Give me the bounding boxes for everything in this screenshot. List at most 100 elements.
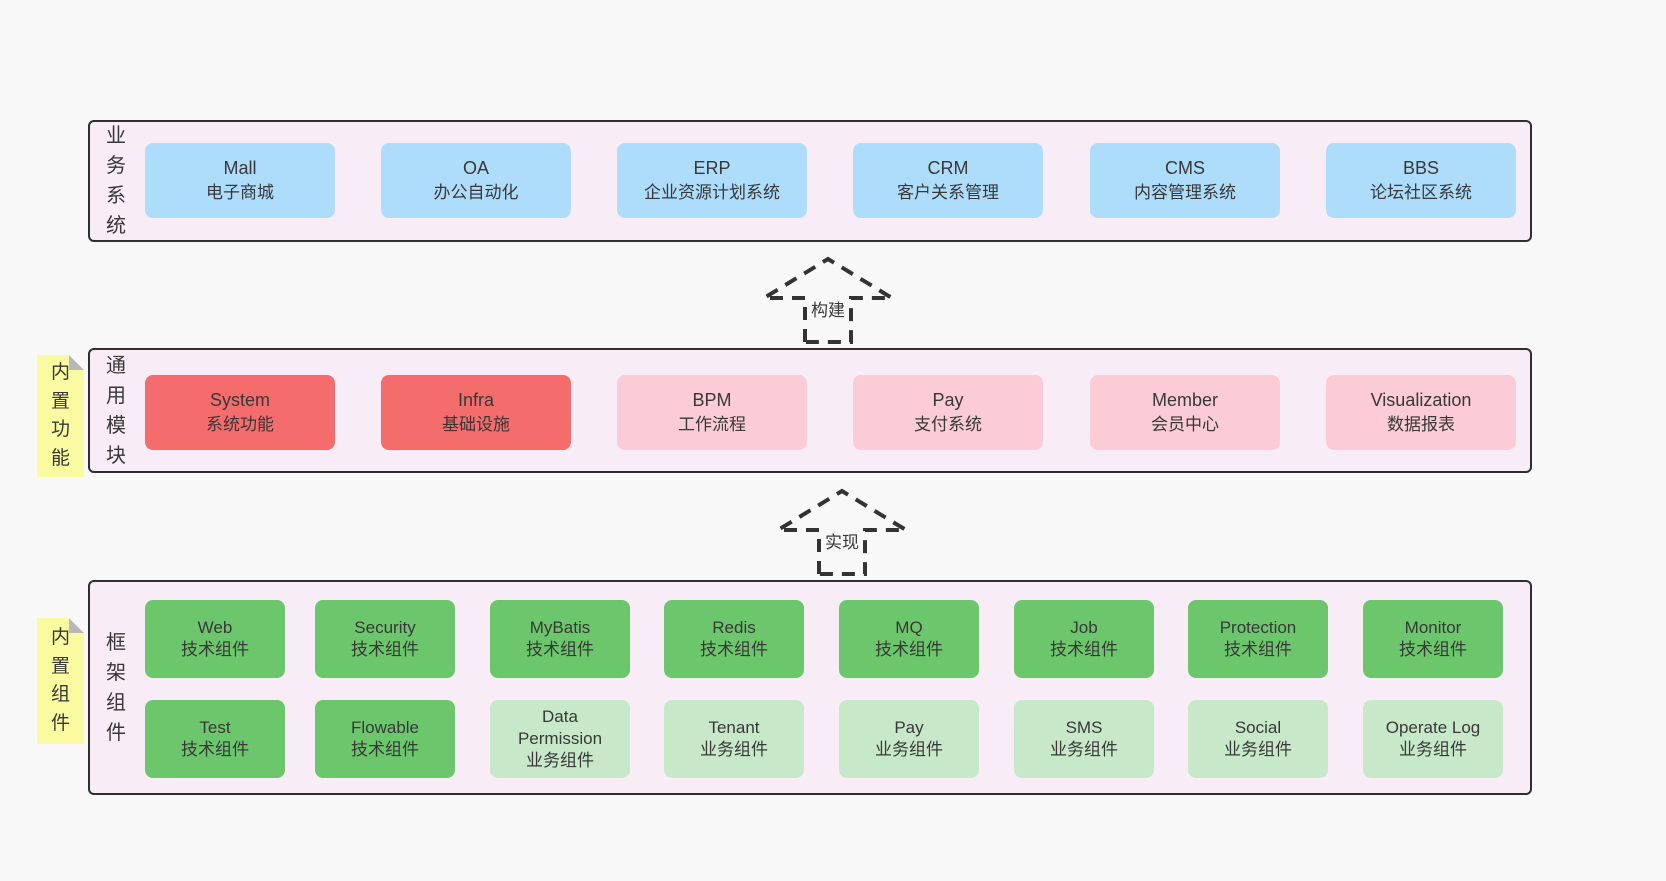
box-job-name: Job [1070,617,1098,637]
build-arrow-icon: 构建 [758,254,898,346]
implement-arrow-label: 实现 [822,528,862,553]
band-business-systems: 业务系统 Mall 电子商城 OA 办公自动化 ERP 企业资源计划系统 CRM 客户关… [88,120,1532,242]
box-data-permission: Data Permission 业务组件 [490,700,630,778]
box-erp-name: ERP [693,158,731,178]
box-social-desc: 业务组件 [1224,740,1292,759]
build-arrow-label: 构建 [808,296,848,321]
box-security-name: Security [354,617,416,637]
box-erp-desc: 企业资源计划系统 [644,183,780,203]
box-mq-name: MQ [895,617,923,637]
box-cms: CMS 内容管理系统 [1090,143,1280,218]
box-mall: Mall 电子商城 [145,143,335,218]
box-visualization-name: Visualization [1370,390,1472,410]
box-mybatis: MyBatis 技术组件 [490,600,630,678]
box-cms-desc: 内容管理系统 [1134,183,1236,203]
box-social-name: Social [1234,717,1282,737]
box-pay-module-name: Pay [932,390,964,410]
box-job: Job 技术组件 [1014,600,1154,678]
box-member: Member 会员中心 [1090,375,1280,450]
box-erp: ERP 企业资源计划系统 [617,143,807,218]
box-test: Test 技术组件 [145,700,285,778]
sticky-note-builtin-features: 内置功能 [37,355,84,477]
box-oa-desc: 办公自动化 [433,183,519,203]
sticky-fold-corner-icon [69,355,84,370]
box-mybatis-desc: 技术组件 [526,640,594,659]
box-infra-desc: 基础设施 [442,415,510,435]
box-web: Web 技术组件 [145,600,285,678]
box-operate-log-name: Operate Log [1385,717,1481,737]
box-web-desc: 技术组件 [181,640,249,659]
box-pay-module: Pay 支付系统 [853,375,1043,450]
box-redis-desc: 技术组件 [700,640,768,659]
box-operate-log-desc: 业务组件 [1399,740,1467,759]
sticky-builtin-features-label: 内置功能 [50,362,70,469]
box-bbs: BBS 论坛社区系统 [1326,143,1516,218]
box-redis: Redis 技术组件 [664,600,804,678]
box-mall-desc: 电子商城 [206,183,274,203]
box-sms: SMS 业务组件 [1014,700,1154,778]
box-system-desc: 系统功能 [206,415,274,435]
box-tenant-name: Tenant [708,717,760,737]
implement-arrow-icon: 实现 [772,486,912,578]
box-cms-name: CMS [1165,158,1205,178]
box-mq-desc: 技术组件 [875,640,943,659]
box-protection-name: Protection [1219,617,1297,637]
box-crm: CRM 客户关系管理 [853,143,1043,218]
box-protection-desc: 技术组件 [1224,640,1292,659]
box-pay-component: Pay 业务组件 [839,700,979,778]
box-flowable: Flowable 技术组件 [315,700,455,778]
box-flowable-name: Flowable [350,717,420,737]
box-test-desc: 技术组件 [181,740,249,759]
band-framework-components: 框架组件 Web 技术组件 Security 技术组件 MyBatis 技术组件 Re… [88,580,1532,795]
box-tenant-desc: 业务组件 [700,740,768,759]
box-system-name: System [209,390,270,410]
box-data-permission-name: Data Permission [517,706,603,748]
box-pay-component-name: Pay [894,717,924,737]
box-operate-log: Operate Log 业务组件 [1363,700,1503,778]
box-oa: OA 办公自动化 [381,143,571,218]
sticky-note-builtin-components: 内置组件 [37,618,84,744]
box-web-name: Web [197,617,233,637]
band-common-modules-label: 通用模块 [106,354,126,467]
box-oa-name: OA [462,158,489,178]
box-tenant: Tenant 业务组件 [664,700,804,778]
box-protection: Protection 技术组件 [1188,600,1328,678]
box-monitor-name: Monitor [1404,617,1462,637]
box-bbs-desc: 论坛社区系统 [1370,183,1472,203]
box-member-desc: 会员中心 [1151,415,1219,435]
box-job-desc: 技术组件 [1050,640,1118,659]
sticky-fold-corner-icon [69,618,84,633]
box-crm-name: CRM [927,158,969,178]
box-infra: Infra 基础设施 [381,375,571,450]
box-security: Security 技术组件 [315,600,455,678]
box-pay-module-desc: 支付系统 [914,415,982,435]
band-framework-components-label: 框架组件 [106,631,126,744]
box-bpm-desc: 工作流程 [678,415,746,435]
box-social: Social 业务组件 [1188,700,1328,778]
box-member-name: Member [1151,390,1218,410]
box-visualization-desc: 数据报表 [1387,415,1455,435]
box-test-name: Test [199,717,231,737]
box-infra-name: Infra [457,390,495,410]
box-mybatis-name: MyBatis [529,617,591,637]
sticky-builtin-components-label: 内置组件 [50,627,70,734]
box-visualization: Visualization 数据报表 [1326,375,1516,450]
box-flowable-desc: 技术组件 [351,740,419,759]
box-security-desc: 技术组件 [351,640,419,659]
box-monitor: Monitor 技术组件 [1363,600,1503,678]
band-common-modules: 通用模块 System 系统功能 Infra 基础设施 BPM 工作流程 Pay 支付系… [88,348,1532,473]
box-monitor-desc: 技术组件 [1399,640,1467,659]
band-business-systems-label: 业务系统 [106,125,126,237]
box-crm-desc: 客户关系管理 [897,183,999,203]
box-mall-name: Mall [223,158,257,178]
box-system: System 系统功能 [145,375,335,450]
box-pay-component-desc: 业务组件 [875,740,943,759]
box-redis-name: Redis [712,617,756,637]
box-bbs-name: BBS [1402,158,1440,178]
box-sms-name: SMS [1065,717,1103,737]
box-sms-desc: 业务组件 [1050,740,1118,759]
box-bpm-name: BPM [692,390,732,410]
box-bpm: BPM 工作流程 [617,375,807,450]
box-data-permission-desc: 业务组件 [526,751,594,771]
